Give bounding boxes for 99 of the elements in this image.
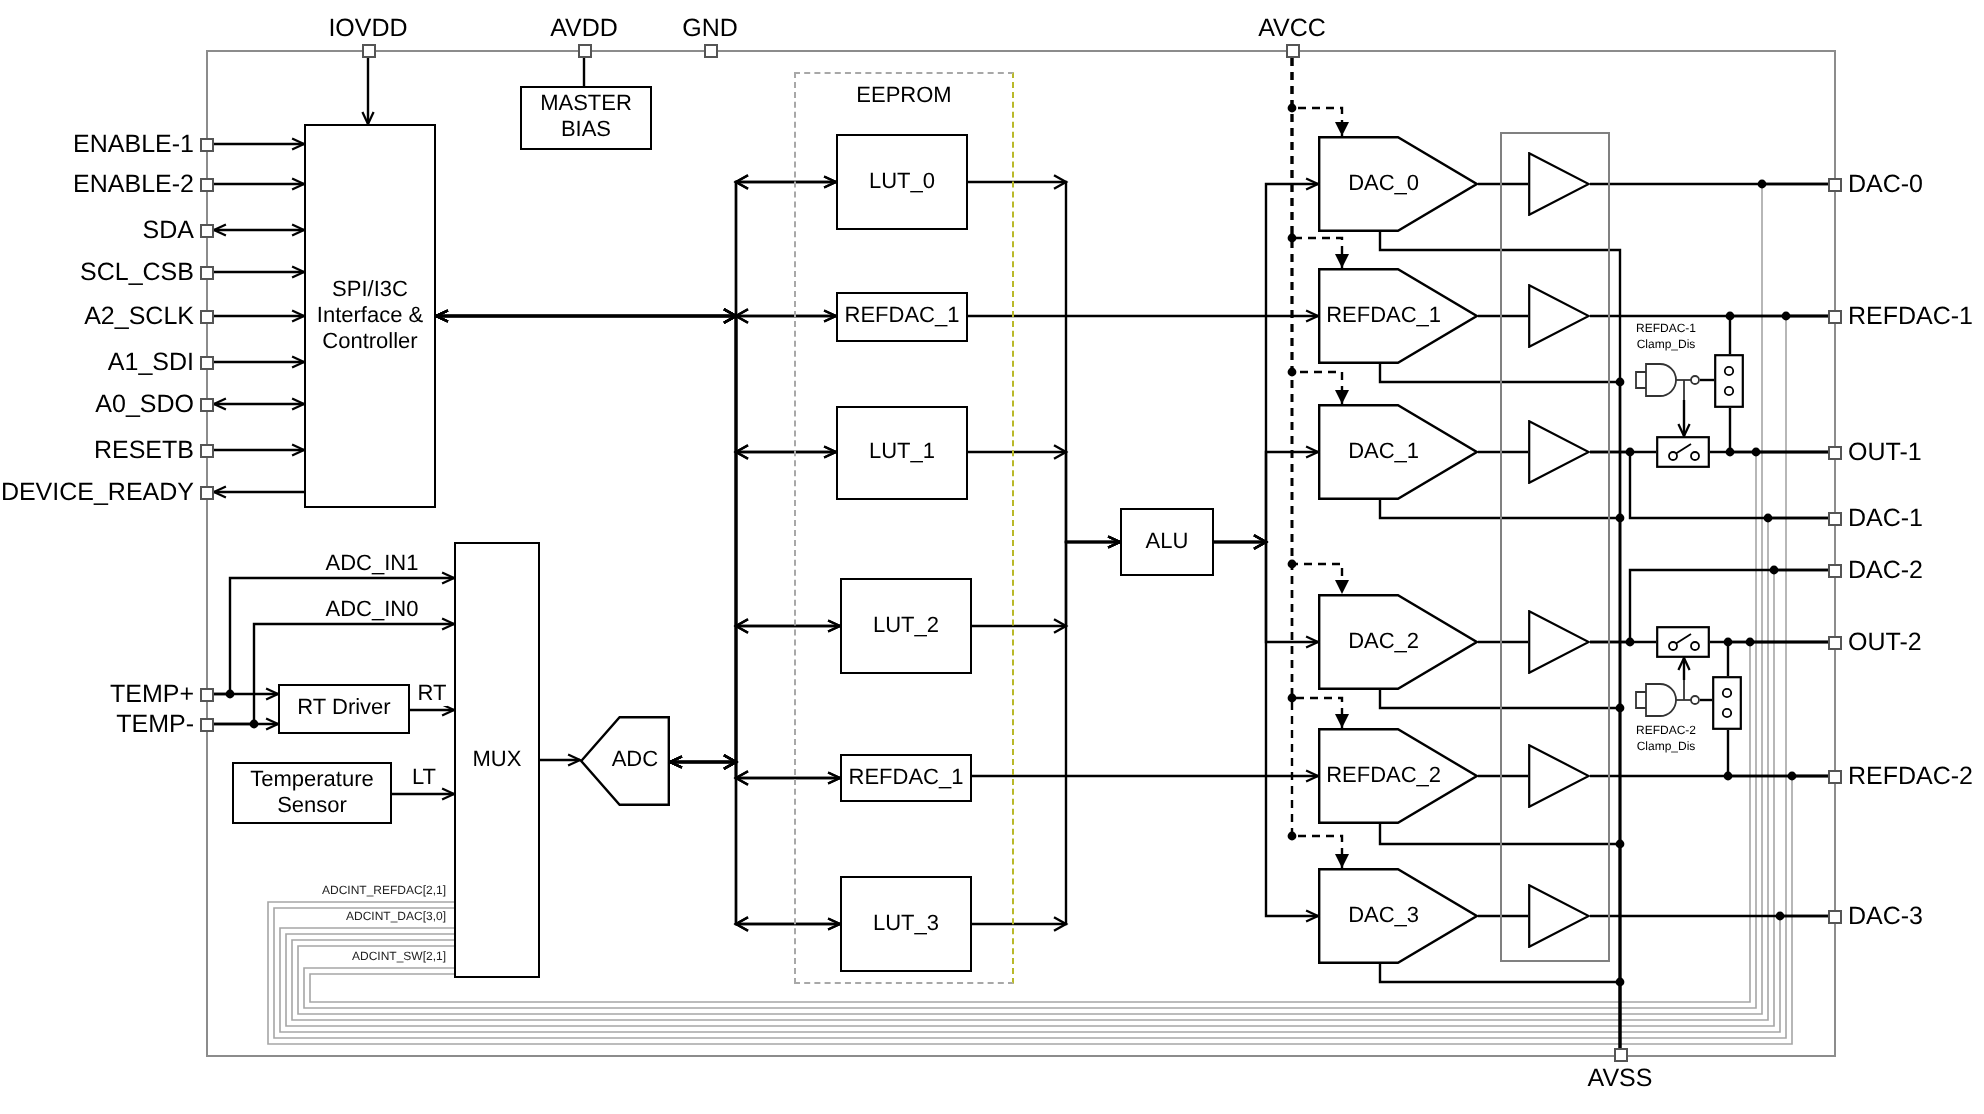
pin-label: REFDAC-1 [1848,302,1974,330]
function-block: REFDAC_1 [836,292,968,342]
pin-label: DEVICE_READY [0,478,194,506]
arrow [214,717,280,731]
pin-label: IOVDD [328,14,408,42]
pin-label: GND [682,14,738,42]
buffer-amplifier [1528,284,1590,348]
pin-label: DAC-2 [1848,556,1924,584]
dashed-container [794,72,1014,984]
pin-label: SDA [142,216,194,244]
function-block: REFDAC_1 [840,754,972,802]
adc-block: ADC [580,716,670,806]
arrow [214,355,306,369]
arrow [212,485,304,499]
wire [1728,314,1828,354]
arrow [540,753,582,767]
arrow [410,703,456,717]
wire [582,58,586,86]
arrow [214,687,280,701]
buffer-amplifier [1528,884,1590,948]
pin-label: DAC-3 [1848,902,1924,930]
wire [1478,182,1528,186]
edge-label: RT [415,682,449,706]
switch-symbol [1656,436,1710,468]
arrow [214,443,306,457]
arrow [1677,400,1691,438]
arrow [1214,534,1320,923]
pin-label: AVDD [550,14,618,42]
arrow [214,137,306,151]
switch-symbol [1714,354,1744,408]
function-block: ALU [1120,508,1214,576]
wire [1726,640,1828,676]
arrow [214,177,306,191]
wire [1590,182,1828,186]
function-block: LUT_3 [840,876,972,972]
wire [1728,408,1828,454]
wire [1590,914,1828,918]
arrow [214,265,306,279]
wire [1478,914,1528,918]
pin-label: ENABLE-2 [73,170,194,198]
wire [1726,730,1828,778]
pin-label: REFDAC-2 [1848,762,1974,790]
pin-label: AVSS [1587,1064,1653,1092]
function-block: LUT_0 [836,134,968,230]
function-block: RT Driver [278,684,410,734]
edge-label: ADC_IN1 [323,552,421,576]
function-block: SPI/I3C Interface & Controller [304,124,436,508]
pin-label: OUT-1 [1848,438,1922,466]
pin-label: TEMP+ [109,680,194,708]
group-frame [1500,132,1610,962]
switch-symbol [1712,676,1742,730]
wire [1590,568,1828,644]
switch-symbol [1656,626,1710,658]
arrow [972,535,1122,932]
pin-label: A2_SCLK [84,302,194,330]
arrow [1290,58,1349,868]
pin-label: SCL_CSB [80,258,194,286]
function-block: MASTER BIAS [520,86,652,150]
pin-label: A0_SDO [95,390,194,418]
pin-label: DAC-1 [1848,504,1924,532]
buffer-amplifier [1528,610,1590,674]
pin-label: A1_SDI [107,348,194,376]
dac-block: DAC_3 [1318,868,1478,964]
wire [1478,314,1528,318]
dac-block: DAC_2 [1318,594,1478,690]
arrow [1677,656,1691,680]
pin-label: AVCC [1258,14,1326,42]
buffer-amplifier [1528,152,1590,216]
wire [1590,450,1828,520]
arrow [968,309,1320,323]
function-block: MUX [454,542,540,978]
dac-block: REFDAC_1 [1318,268,1478,364]
buffer-amplifier [1528,744,1590,808]
arrow [361,58,375,126]
function-block: LUT_2 [840,578,972,674]
dac-block: DAC_1 [1318,404,1478,500]
edge-label: LT [409,766,439,790]
double-arrow [668,754,842,932]
buffer-amplifier [1528,420,1590,484]
pin-label: ENABLE-1 [73,130,194,158]
double-arrow [212,223,306,237]
arrow [972,769,1320,783]
edge-label: ADC_IN0 [323,598,421,622]
wire [1478,774,1528,778]
pin-label: DAC-0 [1848,170,1924,198]
container-title: EEPROM [856,84,952,110]
wire [1478,450,1528,454]
arrow [214,309,306,323]
wire [1378,964,1622,1048]
function-block: LUT_1 [836,406,968,500]
double-arrow [212,397,306,411]
pin-label: RESETB [93,436,194,464]
pin-label: TEMP- [116,710,194,738]
dac-block: REFDAC_2 [1318,728,1478,824]
wire [1478,640,1528,644]
arrow [392,787,456,801]
pin-label: OUT-2 [1848,628,1922,656]
function-block: Temperature Sensor [232,762,392,824]
dac-block: DAC_0 [1318,136,1478,232]
